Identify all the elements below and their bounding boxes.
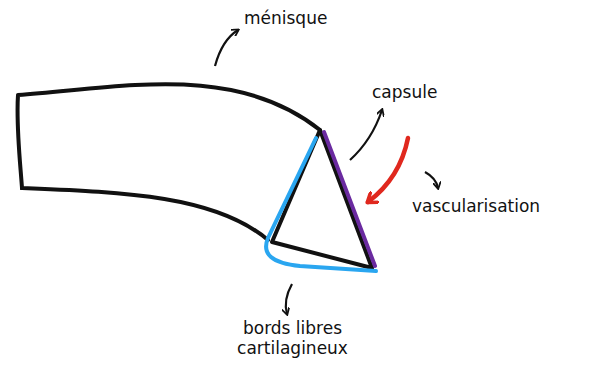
part-label: capsule <box>372 82 492 102</box>
leader-line <box>215 30 238 66</box>
capsule-side <box>324 132 375 266</box>
part-label: vascularisation <box>412 196 592 216</box>
leader-line <box>286 284 292 314</box>
part-label: ménisque <box>244 8 394 28</box>
cartilage-edge <box>266 138 376 271</box>
leader-line <box>350 110 382 160</box>
vascular-arrow <box>368 138 408 202</box>
meniscus-outline <box>17 84 320 240</box>
part-label: bords libres cartilagineux <box>205 318 380 359</box>
leader-line <box>425 172 438 188</box>
